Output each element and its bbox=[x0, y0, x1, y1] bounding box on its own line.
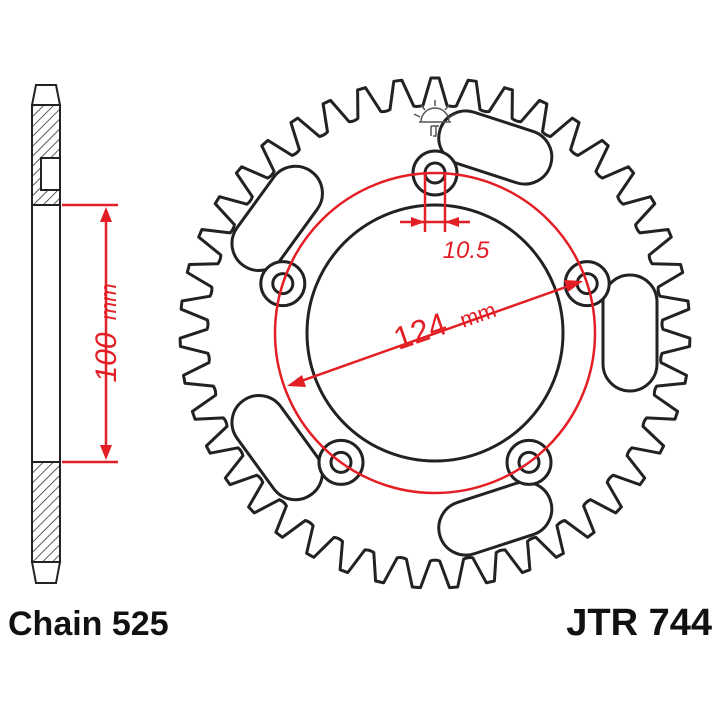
profile-tooth-bottom bbox=[30, 561, 62, 584]
profile-relief bbox=[40, 157, 61, 191]
profile-hatch-bottom bbox=[31, 461, 61, 563]
chain-label: Chain 525 bbox=[8, 605, 169, 643]
bolt-circle bbox=[273, 171, 597, 495]
sprocket-front-view: 124 mm 10.5 bbox=[178, 76, 692, 590]
center-bore-value: 100 bbox=[90, 332, 123, 382]
lightening-slot bbox=[601, 273, 659, 393]
center-bore-unit: mm bbox=[96, 283, 121, 320]
lightening-slot bbox=[437, 109, 554, 186]
lightening-slot bbox=[230, 164, 324, 272]
lightening-slot bbox=[437, 480, 554, 557]
jt-sun-logo-icon bbox=[413, 100, 457, 137]
side-profile-view: 100 mm bbox=[30, 84, 123, 584]
part-number: JTR 744 bbox=[566, 602, 712, 644]
profile-hub bbox=[31, 204, 61, 463]
profile-tooth-top bbox=[30, 84, 62, 106]
center-bore-dimension: 100 mm bbox=[62, 203, 123, 464]
bolt-hole-label: 10.5 bbox=[443, 237, 490, 264]
svg-text:100 mm: 100 mm bbox=[90, 283, 123, 382]
bolt-hole-dimension: 10.5 bbox=[400, 172, 490, 264]
lightening-slot bbox=[230, 394, 324, 502]
lightening-slots bbox=[230, 109, 659, 557]
